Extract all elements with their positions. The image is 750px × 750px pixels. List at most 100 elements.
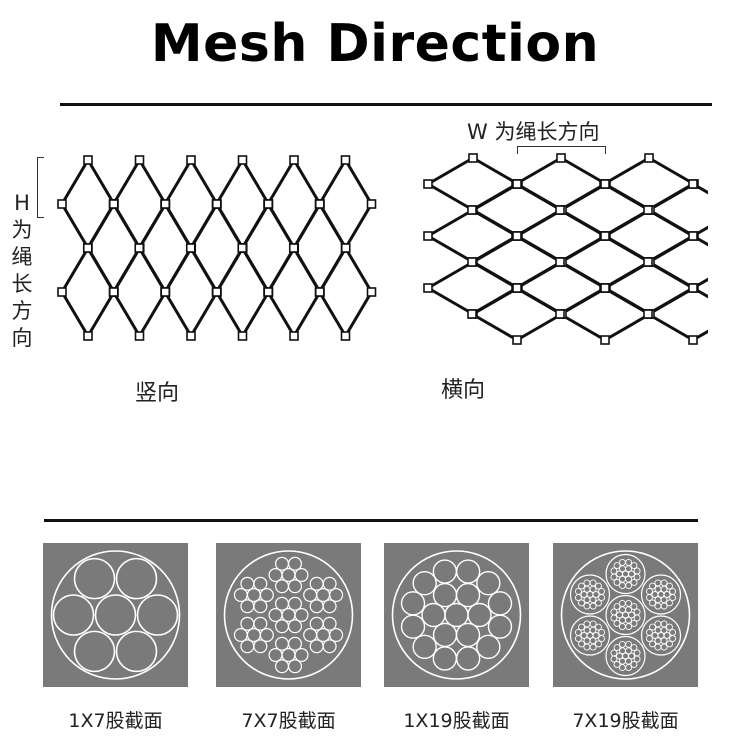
wire-circle (666, 599, 673, 607)
wire-circle (649, 599, 656, 607)
mesh-ferrule (688, 283, 698, 293)
wire-circle (240, 616, 255, 631)
mesh-ferrule (467, 257, 477, 267)
wire-circle (294, 647, 309, 662)
mesh-ferrule (57, 287, 67, 297)
mesh-cell (266, 246, 322, 338)
horizontal-mesh-diagram (423, 153, 708, 345)
top-divider (60, 103, 712, 106)
mesh-cell (514, 260, 608, 316)
wire-circle (589, 602, 597, 610)
mesh-cell (646, 286, 708, 342)
wire-circle (240, 639, 255, 654)
wire-circle (633, 567, 641, 575)
vertical-mesh-caption: 竖向 (135, 381, 180, 406)
cross-section-1x7 (43, 543, 188, 687)
wire-circle (281, 647, 296, 662)
wire-circle (432, 646, 458, 671)
mesh-ferrule (555, 309, 565, 319)
wire-circle (625, 575, 632, 583)
mesh-ferrule (600, 179, 610, 189)
mesh-ferrule (555, 205, 565, 215)
mesh-ferrule (237, 331, 248, 341)
wire-circle (574, 587, 582, 595)
wire-circle (660, 602, 668, 610)
wire-circle (583, 626, 591, 634)
wire-circle (583, 585, 591, 593)
mesh-ferrule (340, 155, 351, 165)
wire-circle (73, 630, 116, 673)
wire-circle (287, 556, 302, 571)
wire-circle (259, 587, 274, 602)
mesh-cell (318, 246, 373, 338)
wire-circle (574, 594, 582, 602)
wire-circle (274, 659, 289, 674)
wire-circle (316, 587, 331, 602)
wire-circle (287, 636, 302, 651)
wire-circle (589, 579, 597, 587)
wire-circle (455, 622, 481, 648)
wire-circle (618, 599, 626, 607)
mesh-ferrule (289, 331, 299, 341)
wire-circle (476, 570, 501, 596)
strand-outline (569, 615, 611, 656)
wire-circle (595, 599, 602, 607)
mesh-cell (189, 202, 245, 294)
wire-circle (610, 567, 618, 575)
mesh-cell (470, 234, 564, 290)
wire-circle (654, 579, 662, 587)
wire-circle (610, 614, 618, 622)
wire-circle (630, 562, 638, 569)
wire-circle (666, 582, 673, 590)
wire-circle (274, 579, 289, 594)
wire-circle (625, 623, 633, 631)
wire-circle (613, 661, 621, 668)
height-direction-label: H 为绳长方向 (11, 191, 33, 350)
wire-circle (309, 599, 324, 614)
wire-circle (309, 616, 324, 631)
wire-circle (649, 640, 656, 648)
wire-circle (645, 594, 653, 602)
mesh-ferrule (423, 231, 433, 241)
strand-outline (50, 550, 181, 680)
mesh-ferrule (108, 199, 119, 209)
mesh-ferrule (83, 155, 93, 165)
mesh-ferrule (600, 335, 610, 345)
mesh-cell (646, 182, 708, 238)
wire-circle (654, 643, 662, 651)
wire-circle (630, 579, 638, 586)
wire-circle (616, 611, 623, 619)
wire-circle (628, 570, 635, 578)
wire-circle (630, 603, 638, 610)
wire-circle (400, 614, 426, 639)
cross-section-label: 7X7股截面 (241, 710, 336, 732)
mesh-ferrule (340, 243, 351, 253)
mesh-cell (514, 208, 608, 264)
mesh-ferrule (263, 287, 274, 297)
mesh-ferrule (688, 179, 698, 189)
wire-circle (240, 599, 255, 614)
mesh-ferrule (108, 287, 119, 297)
wire-circle (630, 620, 638, 627)
wire-circle (412, 570, 437, 596)
wire-circle (610, 655, 618, 663)
mesh-ferrule (237, 243, 248, 253)
mesh-ferrule (82, 243, 93, 253)
mesh-ferrule (134, 243, 145, 253)
wire-circle (669, 587, 677, 595)
wire-circle (432, 582, 458, 608)
mesh-cell (215, 158, 270, 250)
wire-circle (613, 562, 621, 569)
wire-circle (246, 587, 261, 602)
wire-circle (660, 620, 668, 628)
wire-circle (303, 587, 318, 602)
wire-circle (316, 627, 331, 642)
mesh-ferrule (512, 335, 522, 345)
wire-circle (649, 582, 656, 590)
wire-circle (589, 643, 597, 651)
wire-circle (589, 585, 597, 593)
wire-circle (613, 579, 621, 586)
wire-circle (322, 576, 337, 591)
wire-circle (444, 602, 469, 628)
mesh-ferrule (643, 257, 653, 267)
